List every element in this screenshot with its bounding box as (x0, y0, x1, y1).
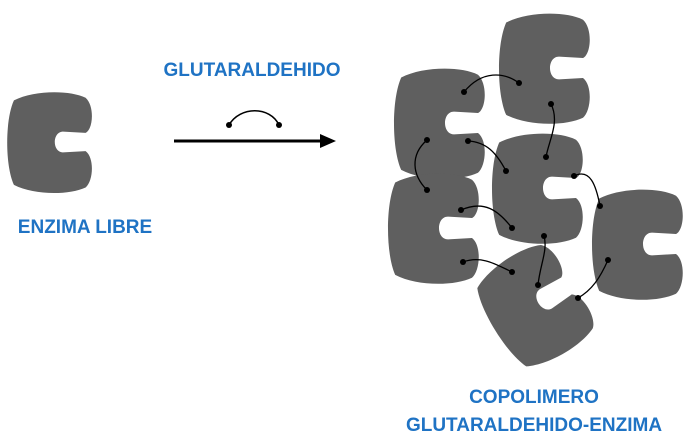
free-enzyme-label: ENZIMA LIBRE (18, 217, 152, 238)
product-label-line2: GLUTARALDEHIDO-ENZIMA (406, 415, 662, 436)
crosslink-dots (424, 80, 611, 301)
crosslink-bridges (414, 74, 609, 299)
right-arrow-icon (174, 134, 336, 148)
glutaraldehyde-bridge-icon (226, 110, 282, 128)
free-enzyme-icon (7, 92, 92, 194)
cluster-enzyme-icon (592, 189, 683, 300)
product-label-line1: COPOLIMERO (469, 387, 599, 408)
enzyme-copolymer-cluster (388, 13, 683, 378)
cluster-enzyme-icon (492, 133, 583, 244)
cluster-enzyme-icon (388, 173, 479, 284)
reagent-label: GLUTARALDEHIDO (164, 60, 341, 81)
cluster-enzyme-icon (499, 13, 590, 124)
cluster-enzyme-icon (466, 236, 602, 378)
